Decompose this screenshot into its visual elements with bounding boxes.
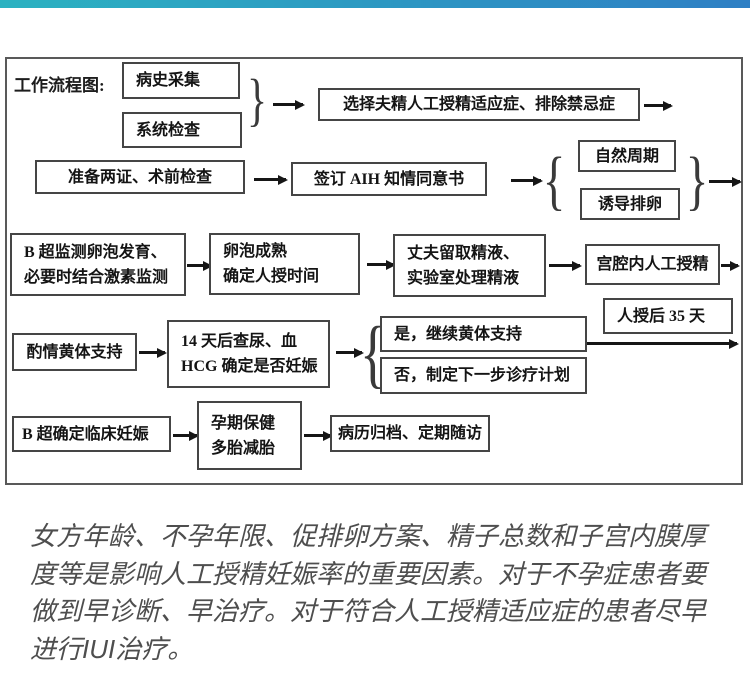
flow-node-after-35-days: 人授后 35 天 [603,298,733,334]
flow-node-semen-handling: 丈夫留取精液、 实验室处理精液 [393,234,546,297]
flow-node-consent: 签订 AIH 知情同意书 [291,162,487,196]
caption-text: 女方年龄、不孕年限、促排卵方案、精子总数和子宫内膜厚度等是影响人工授精妊娠率的重… [30,521,707,664]
arrow-right-icon [549,264,580,267]
flow-node-follicle-mature: 卵泡成熟 确定人授时间 [209,233,360,295]
flow-node-system-exam: 系统检查 [122,112,242,148]
flow-node-b-ultrasound-monitor: B 超监测卵泡发育、 必要时结合激素监测 [10,233,186,296]
flow-node-prenatal-care: 孕期保健 多胎减胎 [197,401,302,470]
flow-node-induced-ovulation: 诱导排卵 [580,188,680,220]
arrow-right-icon [587,342,737,345]
flow-node-yes-continue: 是，继续黄体支持 [380,316,587,352]
flow-node-indication: 选择夫精人工授精适应症、排除禁忌症 [318,88,640,121]
arrow-right-icon [173,434,197,437]
flow-node-hcg-test: 14 天后查尿、血 HCG 确定是否妊娠 [167,320,330,388]
arrow-right-icon [709,180,740,183]
flow-node-natural-cycle: 自然周期 [578,140,676,172]
flow-node-clinical-pregnancy: B 超确定临床妊娠 [12,416,171,452]
arrow-right-icon [644,104,671,107]
flow-node-history: 病史采集 [122,62,240,99]
arrow-right-icon [187,264,211,267]
arrow-right-icon [336,351,362,354]
arrow-right-icon [273,103,303,106]
flow-node-luteal-support: 酌情黄体支持 [12,333,137,371]
flow-node-archive-followup: 病历归档、定期随访 [330,415,490,452]
brace-close-icon: } [685,144,709,217]
brace-open-icon: { [359,312,387,396]
flowchart-frame: 工作流程图: 病史采集 系统检查 } 选择夫精人工授精适应症、排除禁忌症 准备两… [5,57,743,485]
top-accent-bar [0,0,750,8]
flowchart-title: 工作流程图: [14,76,105,95]
arrow-right-icon [721,264,738,267]
brace-close-icon: } [246,67,268,132]
flow-node-iui: 宫腔内人工授精 [585,244,720,285]
flow-node-certificates: 准备两证、术前检查 [35,160,245,194]
arrow-right-icon [139,351,165,354]
arrow-right-icon [367,263,394,266]
arrow-right-icon [254,178,286,181]
arrow-right-icon [304,434,331,437]
flow-node-no-plan: 否，制定下一步诊疗计划 [380,357,587,394]
brace-open-icon: { [542,144,566,217]
arrow-right-icon [511,179,541,182]
